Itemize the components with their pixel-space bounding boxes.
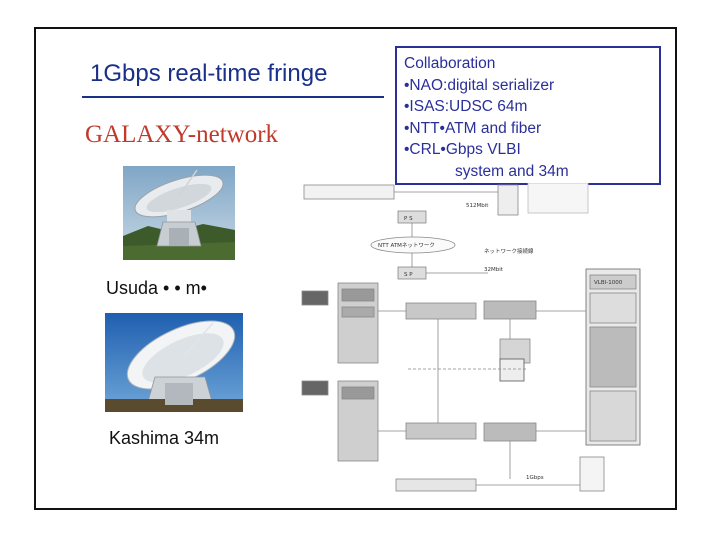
svg-text:S P: S P xyxy=(404,272,413,278)
svg-text:P S: P S xyxy=(404,216,413,222)
collaboration-item: •CRL•Gbps VLBI xyxy=(404,141,521,158)
svg-text:VLBI-1000: VLBI-1000 xyxy=(594,280,623,286)
collaboration-item: •NAO:digital serializer xyxy=(404,76,555,94)
svg-text:32Mbit: 32Mbit xyxy=(484,267,504,273)
collaboration-box: Collaboration •NAO:digital serializer •I… xyxy=(395,46,661,185)
collaboration-heading: Collaboration xyxy=(404,55,496,72)
collaboration-item: system and 34m xyxy=(455,162,569,180)
slide-subtitle: GALAXY-network xyxy=(85,121,279,148)
svg-text:1Gbps: 1Gbps xyxy=(526,475,544,481)
svg-text:NTT ATMネットワーク: NTT ATMネットワーク xyxy=(378,242,435,249)
system-block-diagram: P S S P NTT ATMネットワーク ネットワーク接続線 VLBI-100… xyxy=(288,182,660,503)
slide-title: 1Gbps real-time fringe xyxy=(90,60,328,87)
svg-text:ネットワーク接続線: ネットワーク接続線 xyxy=(484,247,534,255)
svg-text:512Mbit: 512Mbit xyxy=(466,203,489,209)
kashima-caption: Kashima 34m xyxy=(109,428,220,448)
usuda-telescope-photo xyxy=(123,166,235,260)
title-underline xyxy=(82,96,384,98)
kashima-telescope-photo xyxy=(105,313,243,412)
usuda-caption: Usuda • • m• xyxy=(106,278,207,298)
collaboration-item: •NTT•ATM and fiber xyxy=(404,119,542,137)
collaboration-item: •ISAS:UDSC 64m xyxy=(404,98,528,115)
